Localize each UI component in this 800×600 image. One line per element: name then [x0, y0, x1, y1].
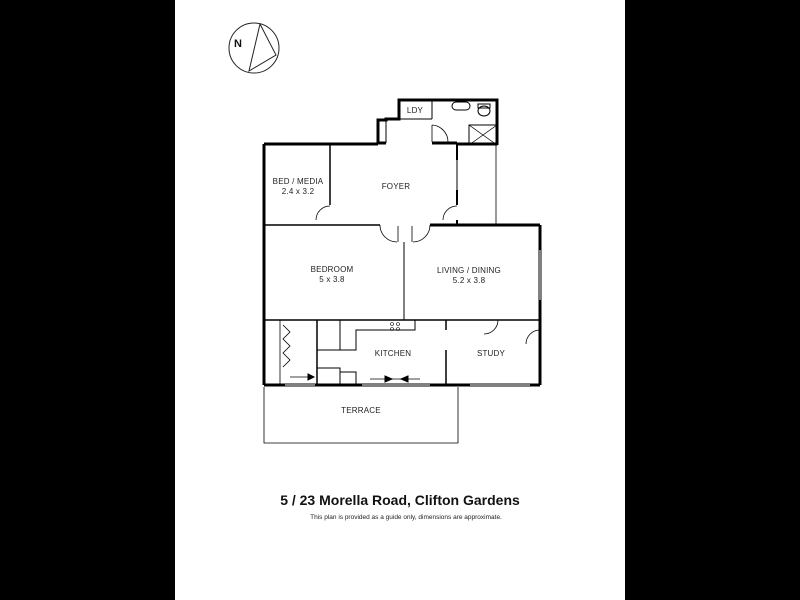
- room-study: STUDY: [477, 349, 505, 359]
- room-name: LIVING / DINING: [437, 266, 501, 275]
- room-foyer: FOYER: [382, 182, 411, 192]
- room-ldy: LDY: [407, 106, 423, 116]
- room-terrace: TERRACE: [341, 406, 381, 416]
- room-name: BEDROOM: [310, 265, 354, 274]
- room-dims: 5 x 3.8: [319, 275, 345, 284]
- room-name: FOYER: [381, 182, 411, 191]
- property-address: 5 / 23 Morella Road, Clifton Gardens: [280, 492, 520, 508]
- room-dims: 2.4 x 3.2: [281, 187, 315, 196]
- room-name: BED / MEDIA: [272, 177, 324, 186]
- plan-disclaimer: This plan is provided as a guide only, d…: [310, 514, 502, 521]
- room-name: STUDY: [476, 349, 506, 358]
- north-label: N: [234, 38, 242, 50]
- room-bedroom: BEDROOM 5 x 3.8: [311, 265, 354, 285]
- room-kitchen: KITCHEN: [375, 349, 412, 359]
- north-arrow-icon: [228, 22, 280, 74]
- room-name: TERRACE: [341, 406, 381, 415]
- room-name: KITCHEN: [374, 349, 412, 358]
- room-bed-media: BED / MEDIA 2.4 x 3.2: [273, 177, 324, 197]
- room-dims: 5.2 x 3.8: [452, 276, 486, 285]
- room-living-dining: LIVING / DINING 5.2 x 3.8: [437, 266, 501, 286]
- room-name: LDY: [406, 106, 424, 115]
